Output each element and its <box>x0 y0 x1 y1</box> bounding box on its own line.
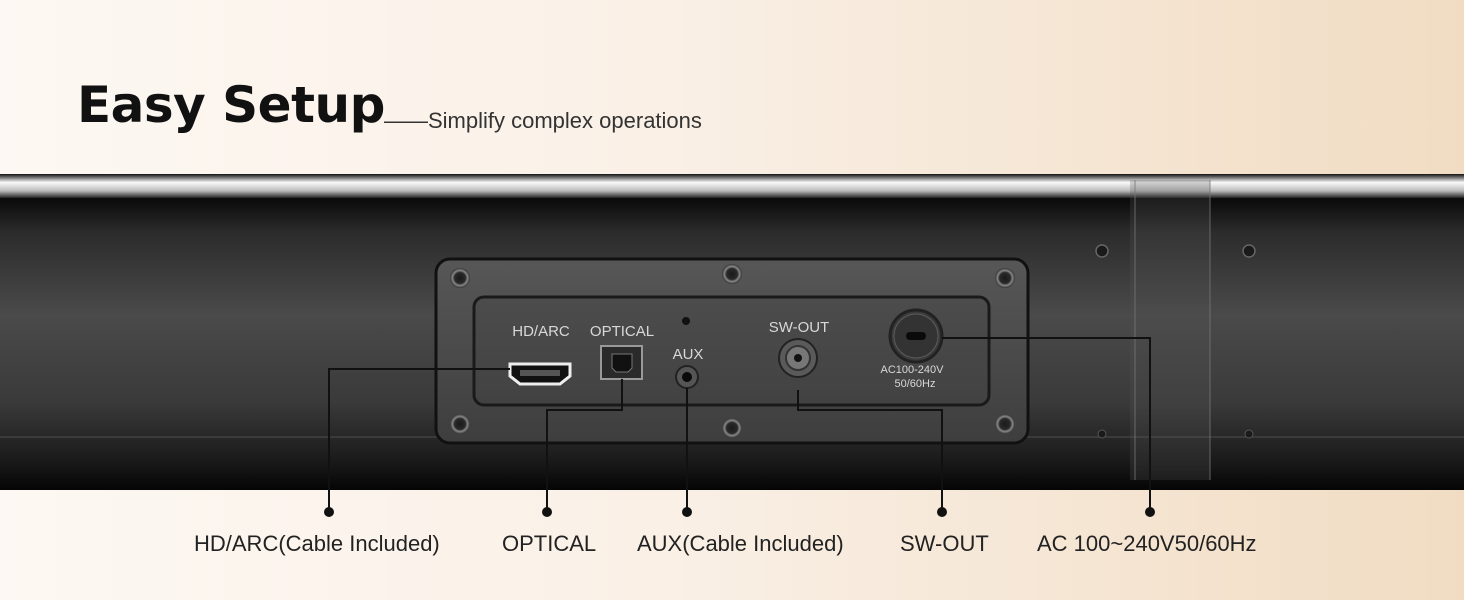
mount-hole <box>1244 429 1254 439</box>
mount-hole <box>1242 244 1256 258</box>
callout-dot-swout <box>937 507 947 517</box>
port-label-swout: SW-OUT <box>769 319 830 336</box>
port-label-hdarc: HD/ARC <box>512 323 570 340</box>
mount-rail <box>1130 180 1210 480</box>
callout-line-optical <box>546 379 623 490</box>
screw <box>995 268 1015 288</box>
callout-lines <box>328 337 1151 490</box>
callout-dot-optical <box>542 507 552 517</box>
port-label-aux: AUX <box>673 346 704 363</box>
screw <box>995 414 1015 434</box>
callout-label-optical: OPTICAL <box>502 531 597 556</box>
page-subtitle: ——Simplify complex operations <box>384 108 702 133</box>
sw-out-port-icon <box>778 338 818 378</box>
callout-line-swout <box>797 390 943 490</box>
callout-line-hdarc <box>328 368 510 490</box>
aux-port-icon <box>675 365 699 389</box>
optical-port-icon <box>600 345 643 380</box>
callout-label-swout: SW-OUT <box>900 531 989 556</box>
callout-line-ac <box>942 337 1151 490</box>
screw <box>450 414 470 434</box>
indicator-light-icon <box>682 317 690 325</box>
port-label-ac-line1: AC100-240V <box>881 364 945 376</box>
mount-hole <box>1097 429 1107 439</box>
port-label-ac-line2: 50/60Hz <box>895 378 936 390</box>
screw <box>722 264 742 284</box>
soundbar-rear-panel-image: HD/ARC OPTICAL AUX SW-OUT AC100-240V 50/… <box>0 174 1464 490</box>
callout-dot-hdarc <box>324 507 334 517</box>
screw <box>722 418 742 438</box>
soundbar-top-edge <box>0 174 1464 198</box>
callout-dot-ac <box>1145 507 1155 517</box>
callout-extensions <box>324 488 1155 517</box>
page-title: Easy Setup <box>77 76 385 134</box>
callout-label-ac: AC 100~240V50/60Hz <box>1037 531 1257 556</box>
ac-power-port-icon <box>888 308 944 364</box>
hdmi-port-icon <box>508 362 572 386</box>
screw <box>450 268 470 288</box>
screws <box>450 264 1015 438</box>
callout-dot-aux <box>682 507 692 517</box>
callout-label-aux: AUX(Cable Included) <box>637 531 844 556</box>
port-label-optical: OPTICAL <box>590 323 654 340</box>
callout-label-hdarc: HD/ARC(Cable Included) <box>194 531 440 556</box>
mount-hole <box>1095 244 1109 258</box>
